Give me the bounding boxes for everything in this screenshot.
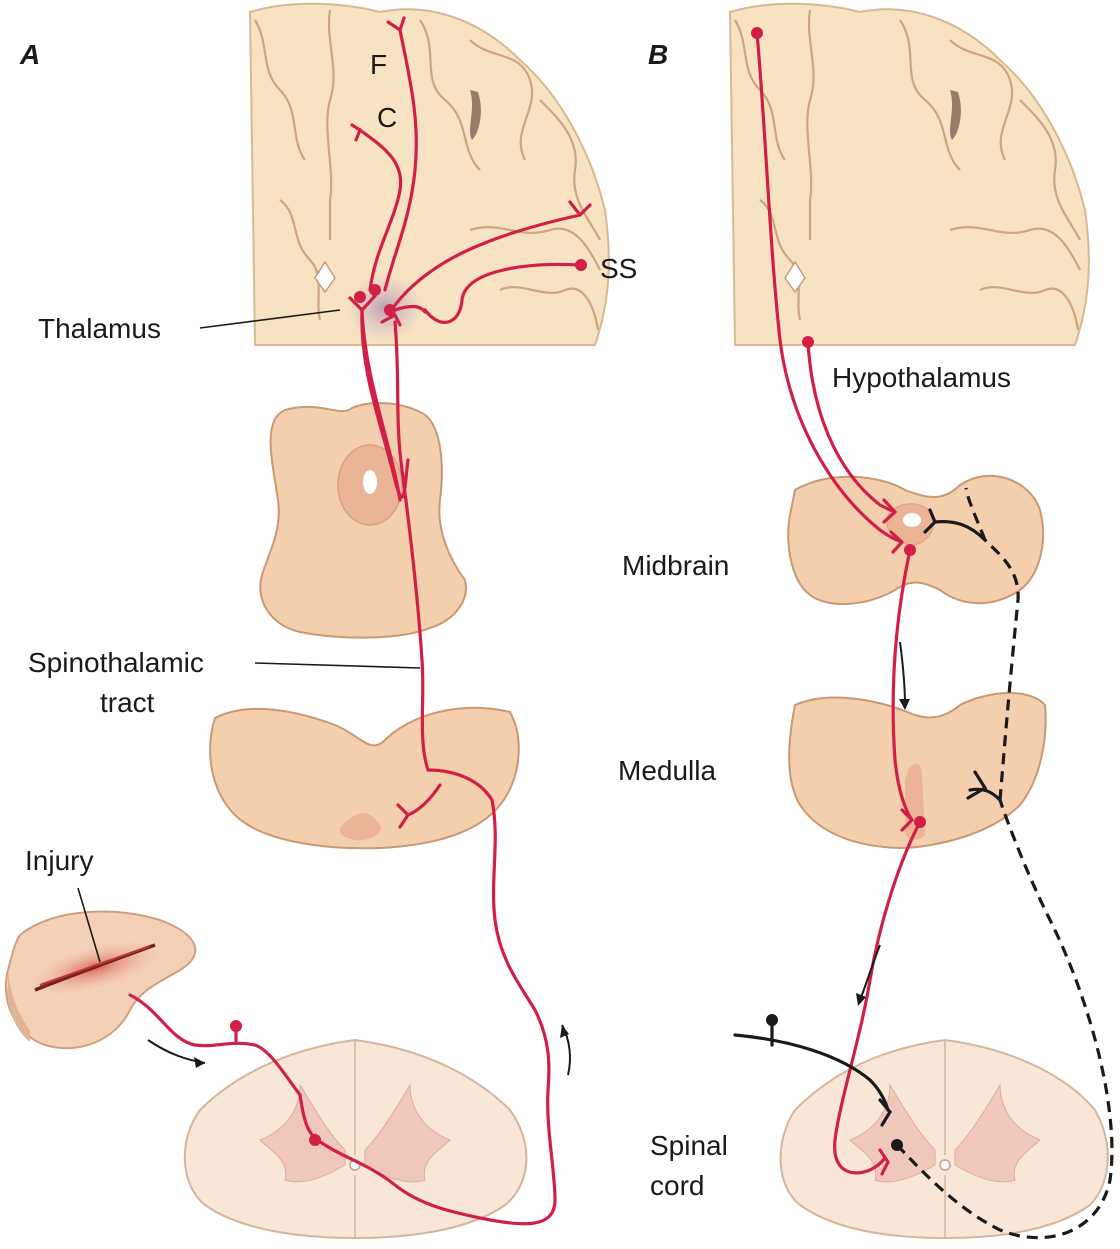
label-spinal: Spinal — [650, 1130, 728, 1161]
spinothalamic-tract — [393, 320, 430, 772]
spinal-cord-section-a — [183, 1038, 528, 1240]
label-cord: cord — [650, 1170, 704, 1201]
pag-to-medulla-fiber — [891, 548, 914, 822]
panel-a-label: A — [19, 39, 40, 70]
label-medulla: Medulla — [618, 755, 716, 786]
descending-modulation-neurons-b — [751, 27, 926, 1176]
medulla-synapse — [396, 803, 410, 829]
medulla-to-cord-fiber — [833, 820, 922, 1175]
label-midbrain: Midbrain — [622, 550, 729, 581]
cord-crossing-fiber — [298, 798, 557, 1226]
label-spinothalamic: Spinothalamic — [28, 647, 204, 678]
ss-cell-body — [575, 259, 587, 271]
dorsal-horn-neuron — [309, 1134, 321, 1146]
injured-tissue — [4, 910, 197, 1050]
label-tract: tract — [100, 687, 155, 718]
synapse-f — [386, 16, 406, 32]
midbrain-section-b — [787, 475, 1044, 606]
primary-afferent-b — [733, 1033, 890, 1112]
fiber-to-c — [358, 128, 403, 292]
label-hypothalamus: Hypothalamus — [832, 362, 1011, 393]
fiber-to-ss-lower — [423, 262, 582, 324]
spinal-cord-section-b — [779, 1038, 1109, 1240]
midbrain-section-a — [259, 402, 467, 639]
label-c: C — [377, 102, 397, 133]
fiber-to-ss-upper — [393, 213, 582, 307]
spinothalamic-leader — [254, 662, 421, 669]
fiber-to-f — [383, 28, 418, 292]
thalamic-neuron-3 — [384, 304, 396, 316]
ascending-pain-neurons-a — [128, 16, 592, 1226]
descending-arrow-2 — [859, 944, 881, 1001]
label-ss: SS — [600, 253, 637, 284]
injury-leader — [77, 887, 101, 963]
synapse-c — [350, 123, 362, 142]
brain-section-b — [728, 2, 1090, 346]
thalamus-leader — [199, 309, 341, 329]
hypothalamus-to-pag-fiber — [806, 340, 897, 514]
label-thalamus: Thalamus — [38, 313, 161, 344]
midbrain-black-synapse — [923, 508, 937, 534]
panel-b: B Hypothalamus Midbrain Medulla Spinal c… — [618, 2, 1114, 1240]
panel-a: A F C SS Thalamus Spinothalamic tract In… — [4, 2, 637, 1240]
thalamic-neuron-2 — [369, 284, 381, 296]
drg-cell-body — [230, 1020, 242, 1032]
cortex-to-pag-fiber — [755, 31, 904, 544]
drg-cell-body-b — [766, 1014, 778, 1026]
primary-afferent — [128, 993, 302, 1097]
medulla-black-synapse — [966, 770, 988, 800]
medulla-section-a — [209, 706, 520, 850]
label-injury: Injury — [25, 845, 93, 876]
label-f: F — [370, 49, 387, 80]
black-neurons-b — [733, 487, 1114, 1240]
brain-section-a — [248, 2, 610, 346]
thalamic-neuron-1 — [354, 291, 366, 303]
synapse-ss — [568, 200, 592, 217]
panel-b-label: B — [648, 39, 668, 70]
descending-arrow-1 — [899, 641, 906, 706]
